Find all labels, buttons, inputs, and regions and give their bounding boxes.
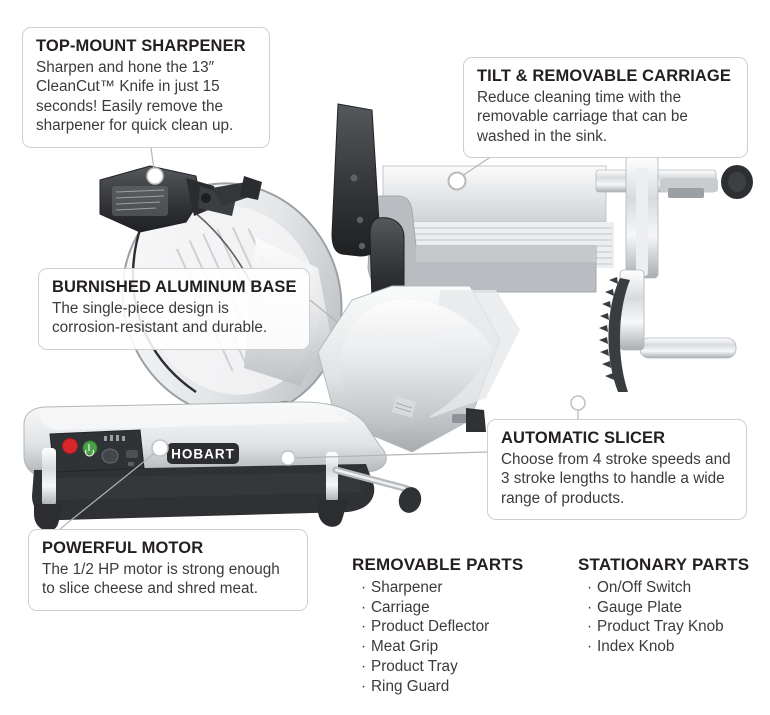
- callout-title-base: BURNISHED ALUMINUM BASE: [52, 278, 297, 296]
- leader-base: [309, 299, 338, 323]
- callout-automatic-slicer: AUTOMATIC SLICER Choose from 4 stroke sp…: [487, 419, 747, 521]
- list-item-label: Product Deflector: [371, 618, 490, 636]
- list-item-label: Carriage: [371, 598, 430, 616]
- callout-body-slicer: Choose from 4 stroke speeds and 3 stroke…: [501, 450, 731, 507]
- anchor-slicer: [570, 395, 586, 411]
- anchor-carriage: [447, 171, 467, 191]
- list-item-label: Meat Grip: [371, 638, 439, 656]
- list-item: ·Ring Guard: [361, 677, 523, 697]
- callout-title-motor: POWERFUL MOTOR: [42, 539, 204, 557]
- leader-carriage: [461, 155, 493, 177]
- bullet-icon: ·: [587, 579, 593, 596]
- list-item: ·Product Tray Knob: [587, 617, 749, 637]
- bullet-icon: ·: [587, 618, 593, 636]
- list-item-label: On/Off Switch: [597, 579, 692, 596]
- bullet-icon: ·: [361, 598, 367, 616]
- anchor-motor: [151, 439, 169, 457]
- stationary-parts-items: ·On/Off Switch ·Gauge Plate ·Product Tra…: [578, 578, 749, 657]
- removable-parts-items: ·Sharpener ·Carriage ·Product Deflector …: [352, 578, 523, 696]
- list-item: ·On/Off Switch: [587, 578, 749, 598]
- list-item: ·Product Tray: [361, 657, 523, 677]
- removable-parts-heading: REMOVABLE PARTS: [352, 555, 524, 574]
- list-item: ·Carriage: [361, 598, 523, 618]
- removable-parts-list: REMOVABLE PARTS ·Sharpener ·Carriage ·Pr…: [352, 555, 523, 696]
- callout-body-carriage: Reduce cleaning time with the removable …: [477, 88, 688, 145]
- bullet-icon: ·: [587, 598, 593, 616]
- list-item-label: Product Tray: [371, 657, 458, 675]
- list-item-label: Product Tray Knob: [597, 618, 724, 636]
- callout-top-mount-sharpener: TOP-MOUNT SHARPENER Sharpen and hone the…: [22, 27, 270, 148]
- bullet-icon: ·: [361, 579, 367, 596]
- callout-body-base: The single-piece design is corrosion-res…: [52, 299, 268, 337]
- leader-motor: [59, 451, 157, 530]
- list-item-label: Gauge Plate: [597, 598, 683, 616]
- list-item: ·Product Deflector: [361, 617, 523, 637]
- list-item: ·Index Knob: [587, 637, 749, 657]
- bullet-icon: ·: [587, 638, 593, 656]
- leader-slicer-secondary: [291, 451, 488, 459]
- callout-title-carriage: TILT & REMOVABLE CARRIAGE: [477, 67, 731, 85]
- stationary-parts-list: STATIONARY PARTS ·On/Off Switch ·Gauge P…: [578, 555, 749, 657]
- list-item-label: Index Knob: [597, 638, 675, 656]
- anchor-index-knob: [280, 450, 296, 466]
- list-item: ·Meat Grip: [361, 637, 523, 657]
- bullet-icon: ·: [361, 657, 367, 675]
- list-item: ·Sharpener: [361, 578, 523, 598]
- stationary-parts-heading: STATIONARY PARTS: [578, 555, 750, 574]
- callout-body-motor: The 1/2 HP motor is strong enough to sli…: [42, 560, 280, 598]
- list-item-label: Ring Guard: [371, 677, 450, 695]
- callout-powerful-motor: POWERFUL MOTOR The 1/2 HP motor is stron…: [28, 529, 308, 611]
- bullet-icon: ·: [361, 638, 367, 656]
- bullet-icon: ·: [361, 677, 367, 695]
- list-item-label: Sharpener: [371, 579, 443, 596]
- list-item: ·Gauge Plate: [587, 598, 749, 618]
- callout-tilt-removable-carriage: TILT & REMOVABLE CARRIAGE Reduce cleanin…: [463, 57, 748, 159]
- callout-title-sharpener: TOP-MOUNT SHARPENER: [36, 37, 246, 55]
- anchor-sharpener: [146, 167, 164, 185]
- callout-title-slicer: AUTOMATIC SLICER: [501, 429, 666, 447]
- bullet-icon: ·: [361, 618, 367, 636]
- callout-body-sharpener: Sharpen and hone the 13″ CleanCut™ Knife…: [36, 58, 234, 135]
- callout-burnished-aluminum-base: BURNISHED ALUMINUM BASE The single-piece…: [38, 268, 310, 350]
